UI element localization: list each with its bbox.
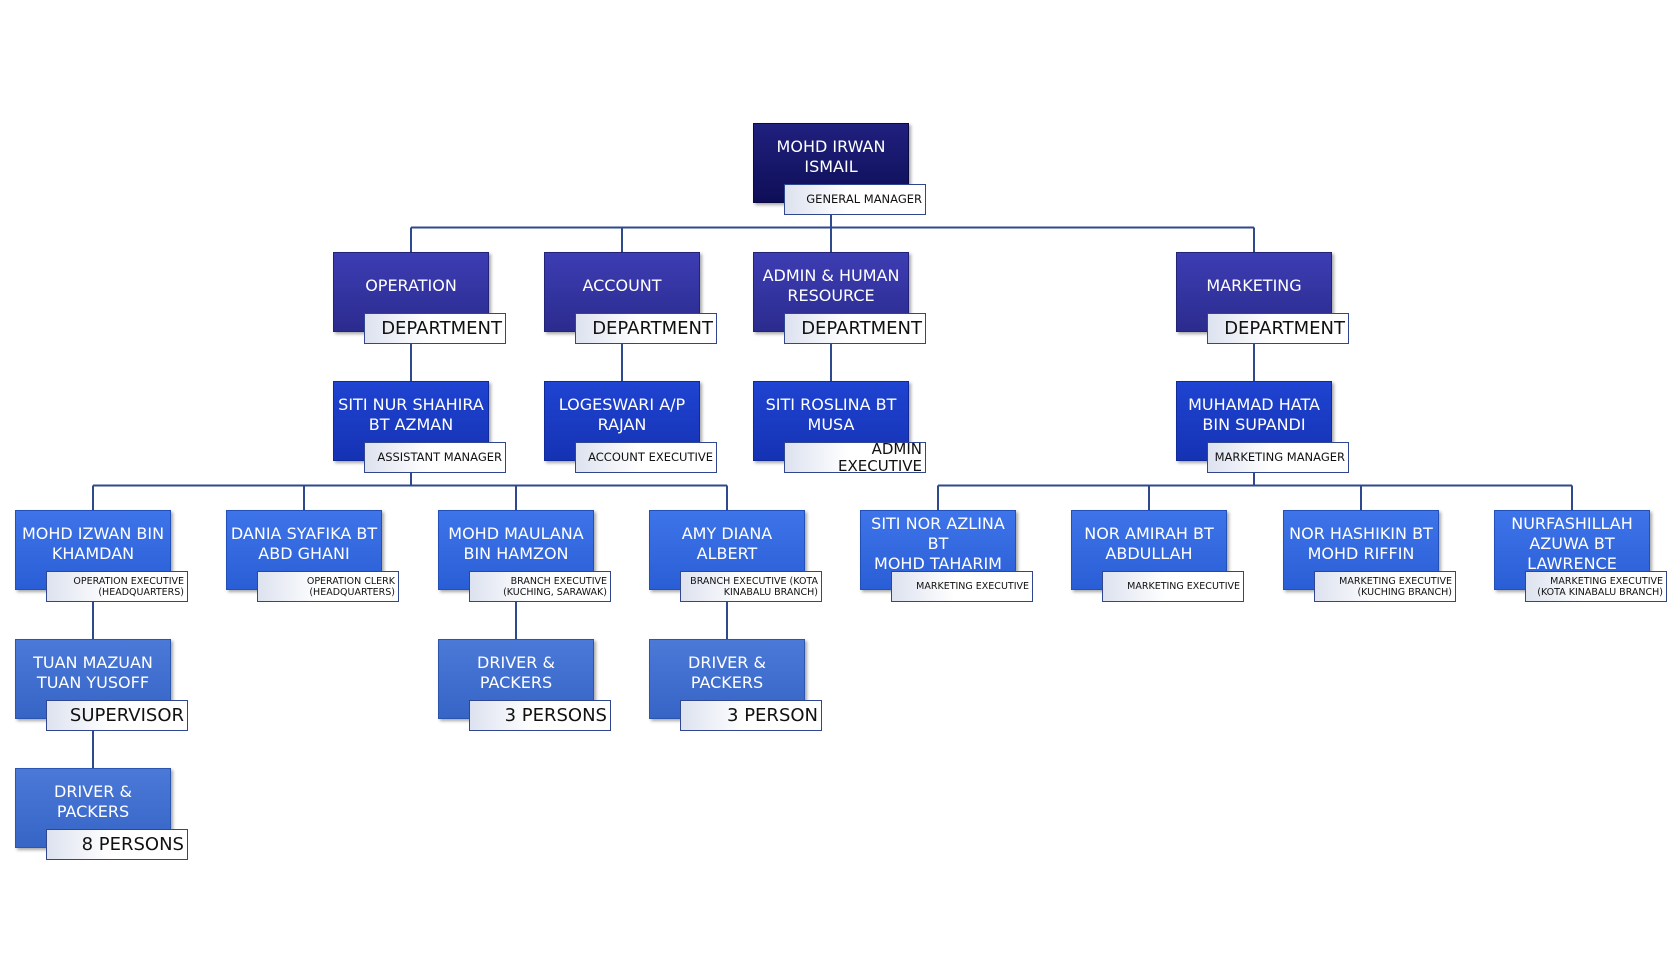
node-title: DEPARTMENT: [784, 313, 926, 344]
node-name: SITI ROSLINA BT MUSA: [753, 381, 909, 461]
node-title: 3 PERSONS: [469, 700, 611, 731]
node-title: MARKETING EXECUTIVE: [891, 571, 1033, 602]
node-title: MARKETING MANAGER: [1207, 442, 1349, 473]
node-name: NOR HASHIKIN BT MOHD RIFFIN: [1283, 510, 1439, 590]
node-title: OPERATION EXECUTIVE (HEADQUARTERS): [46, 571, 188, 602]
node-title: ASSISTANT MANAGER: [364, 442, 506, 473]
node-title: 3 PERSON: [680, 700, 822, 731]
node-title: DEPARTMENT: [575, 313, 717, 344]
node-title: 8 PERSONS: [46, 829, 188, 860]
node-title: SUPERVISOR: [46, 700, 188, 731]
node-title: MARKETING EXECUTIVE (KOTA KINABALU BRANC…: [1525, 571, 1667, 602]
node-title: OPERATION CLERK (HEADQUARTERS): [257, 571, 399, 602]
node-title: BRANCH EXECUTIVE (KUCHING, SARAWAK): [469, 571, 611, 602]
node-title: ADMIN EXECUTIVE: [784, 440, 926, 474]
node-title: DEPARTMENT: [1207, 313, 1349, 344]
node-title: MARKETING EXECUTIVE (KUCHING BRANCH): [1314, 571, 1456, 602]
node-title: DEPARTMENT: [364, 313, 506, 344]
node-title: BRANCH EXECUTIVE (KOTA KINABALU BRANCH): [680, 571, 822, 602]
node-title: GENERAL MANAGER: [784, 184, 926, 215]
node-name: SITI NOR AZLINA BT MOHD TAHARIM: [860, 510, 1016, 590]
node-title: MARKETING EXECUTIVE: [1102, 571, 1244, 602]
node-title: ACCOUNT EXECUTIVE: [575, 442, 717, 473]
